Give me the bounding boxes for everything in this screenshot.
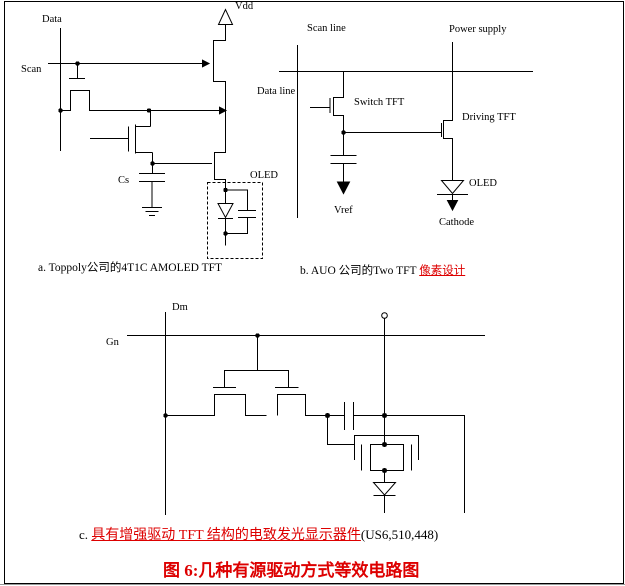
circuit-a-shapes bbox=[202, 8, 234, 219]
label-cathode: Cathode bbox=[439, 217, 474, 228]
caption-a: a. Toppoly公司的4T1C AMOLED TFT bbox=[38, 262, 223, 274]
oled-diode-a bbox=[217, 203, 234, 219]
caption-c-suffix: (US6,510,448) bbox=[360, 527, 439, 542]
oled-diode-b bbox=[440, 180, 465, 195]
label-oled-b: OLED bbox=[469, 178, 497, 189]
oled-dashed-box bbox=[207, 182, 263, 259]
node-arrowhead bbox=[219, 106, 228, 115]
label-vdd: Vdd bbox=[235, 1, 254, 12]
circuit-c-wires bbox=[127, 312, 485, 515]
caption-b: b. AUO 公司的Two TFT 像素设计 bbox=[300, 265, 465, 278]
figure-border bbox=[4, 1, 624, 584]
vdd-symbol bbox=[217, 8, 234, 25]
label-vref: Vref bbox=[334, 205, 353, 216]
circuit-c-shapes bbox=[372, 312, 397, 496]
label-cs: Cs bbox=[118, 175, 130, 186]
label-gn: Gn bbox=[106, 337, 119, 348]
label-dm: Dm bbox=[172, 302, 188, 313]
scan-arrowhead bbox=[202, 59, 211, 68]
label-power-supply: Power supply bbox=[449, 24, 507, 35]
caption-c: c. 具有增强驱动 TFT 结构的电致发光显示器件(US6,510,448) bbox=[79, 527, 439, 543]
label-oled-a: OLED bbox=[250, 170, 278, 181]
caption-b-black: b. AUO 公司的Two TFT bbox=[300, 265, 420, 277]
label-data-line: Data line bbox=[257, 86, 296, 97]
cathode-arrow bbox=[446, 200, 459, 212]
circuit-c-junctions bbox=[163, 333, 387, 473]
label-switch-tft: Switch TFT bbox=[354, 97, 405, 108]
terminal-circle bbox=[381, 312, 388, 319]
circuit-b-shapes bbox=[336, 180, 465, 212]
circuit-b-junctions bbox=[341, 130, 346, 135]
label-data: Data bbox=[42, 14, 62, 25]
circuit-b-wires bbox=[279, 42, 533, 218]
caption-b-red: 像素设计 bbox=[419, 265, 466, 277]
label-driving-tft: Driving TFT bbox=[462, 112, 516, 123]
vref-arrow bbox=[336, 181, 351, 195]
label-scan-line: Scan line bbox=[307, 23, 346, 34]
diode-c bbox=[372, 482, 397, 496]
label-scan: Scan bbox=[21, 64, 42, 75]
circuit-a-junctions bbox=[58, 61, 228, 236]
circuit-a-wires bbox=[48, 24, 263, 259]
main-caption: 图 6:几种有源驱动方式等效电路图 bbox=[163, 561, 420, 580]
caption-c-red: 具有增强驱动 TFT 结构的电致发光显示器件 bbox=[91, 528, 361, 543]
caption-c-prefix: c. bbox=[79, 527, 92, 542]
